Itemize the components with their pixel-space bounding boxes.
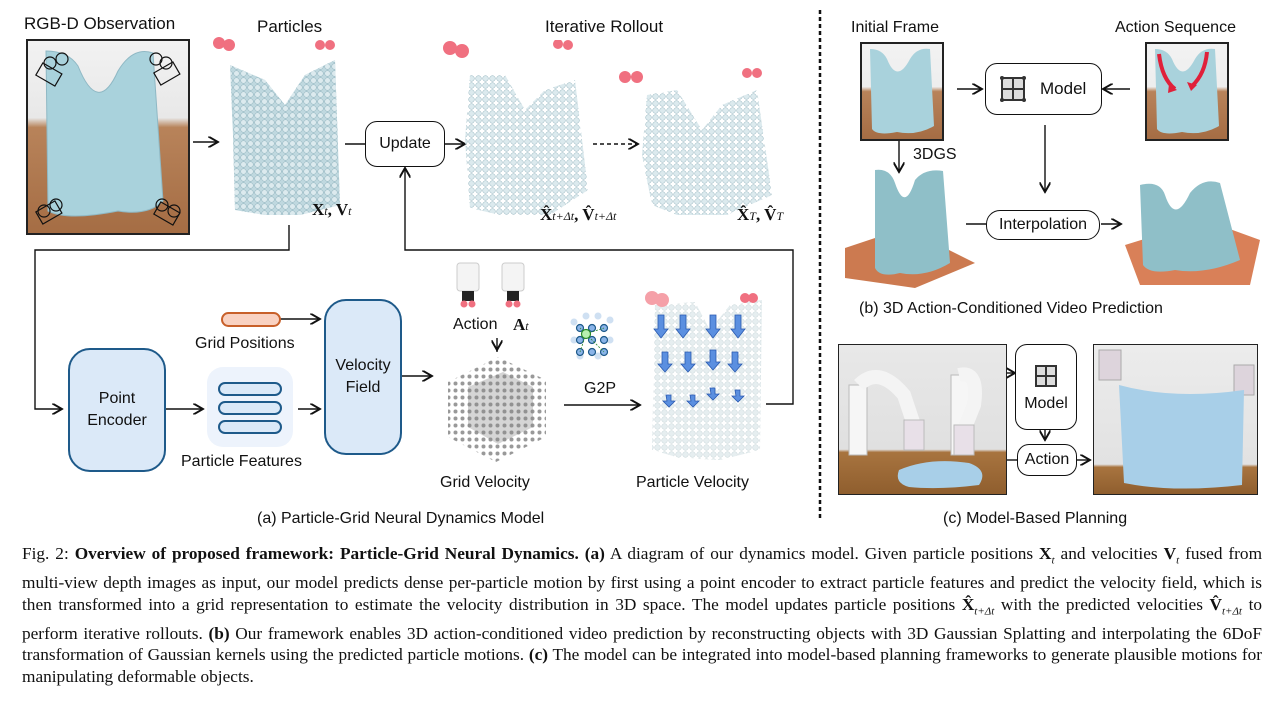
action-at: At	[513, 315, 529, 334]
label-action-sequence: Action Sequence	[1115, 19, 1236, 36]
cube-icon	[1000, 76, 1026, 102]
particle-velocity-image	[640, 290, 770, 465]
state-xt-vt: Xt, Vt	[312, 200, 352, 219]
planning-result-image	[1093, 344, 1258, 495]
feature-bar	[218, 401, 282, 415]
label-grid-velocity: Grid Velocity	[440, 474, 530, 491]
feature-bar	[218, 382, 282, 396]
particle-cloud	[213, 37, 340, 215]
state-xhat-vhat-T: X̂T, V̂T	[737, 205, 784, 224]
velocity-field-block: Velocity Field	[324, 299, 402, 455]
grid-velocity-cube	[438, 352, 553, 464]
label-particle-features: Particle Features	[181, 453, 302, 470]
label-rgbd-observation: RGB-D Observation	[24, 14, 176, 33]
line-particles-to-encoder	[34, 225, 290, 409]
velocity-arrows	[653, 314, 746, 408]
interpolation-block: Interpolation	[986, 210, 1100, 240]
rgbd-observation-image	[26, 39, 190, 235]
action-block-c: Action	[1017, 444, 1077, 476]
gripper-ball	[223, 39, 235, 51]
panel-c-title: (c) Model-Based Planning	[943, 510, 1128, 527]
feature-bar	[218, 420, 282, 434]
label-initial-frame: Initial Frame	[851, 19, 940, 36]
gripper-ball	[325, 40, 335, 50]
label-particle-velocity: Particle Velocity	[636, 474, 749, 491]
gripper-ball	[315, 40, 325, 50]
panel-b-title: (b) 3D Action-Conditioned Video Predicti…	[859, 300, 1163, 317]
action-sequence-image	[1145, 42, 1229, 141]
figure-label: Fig. 2:	[22, 544, 69, 563]
initial-frame-image	[860, 42, 944, 141]
robot-arm-icon	[848, 367, 982, 456]
model-block-c: Model	[1015, 344, 1077, 430]
point-encoder-block: Point Encoder	[68, 348, 166, 472]
line-velocity-to-update	[405, 168, 794, 405]
camera-icon	[35, 52, 181, 226]
red-arrow-icon	[1168, 84, 1177, 93]
label-g2p: G2P	[584, 380, 617, 397]
predicted-frame-image	[1125, 175, 1260, 290]
red-arrow-icon	[1187, 82, 1197, 91]
label-particles: Particles	[257, 17, 323, 36]
label-iterative-rollout: Iterative Rollout	[545, 17, 664, 36]
rollout-image-final	[617, 65, 782, 220]
particle-features-block	[207, 367, 293, 447]
cube-icon	[1035, 365, 1057, 387]
planning-initial-image	[838, 344, 1007, 495]
particles-image	[205, 35, 347, 225]
gripper-icons	[452, 260, 532, 310]
gripper-ball	[213, 37, 225, 49]
label-action: Action	[453, 316, 498, 333]
figure-caption: Fig. 2: Overview of proposed framework: …	[22, 544, 1263, 686]
model-block-b: Model	[985, 63, 1102, 115]
update-block: Update	[365, 121, 445, 167]
g2p-icon	[570, 312, 622, 362]
diagram-connectors	[34, 10, 1130, 520]
rollout-image-next	[440, 40, 600, 220]
grid-positions-token	[221, 312, 281, 327]
state-xhat-vhat-next: X̂t+Δt, V̂t+Δt	[540, 205, 617, 224]
caption-title: Overview of proposed framework: Particle…	[74, 544, 579, 563]
3dgs-reconstruction-image	[845, 168, 975, 288]
panel-a-title: (a) Particle-Grid Neural Dynamics Model	[257, 510, 545, 527]
label-3dgs: 3DGS	[913, 146, 957, 163]
label-grid-positions: Grid Positions	[195, 335, 295, 352]
